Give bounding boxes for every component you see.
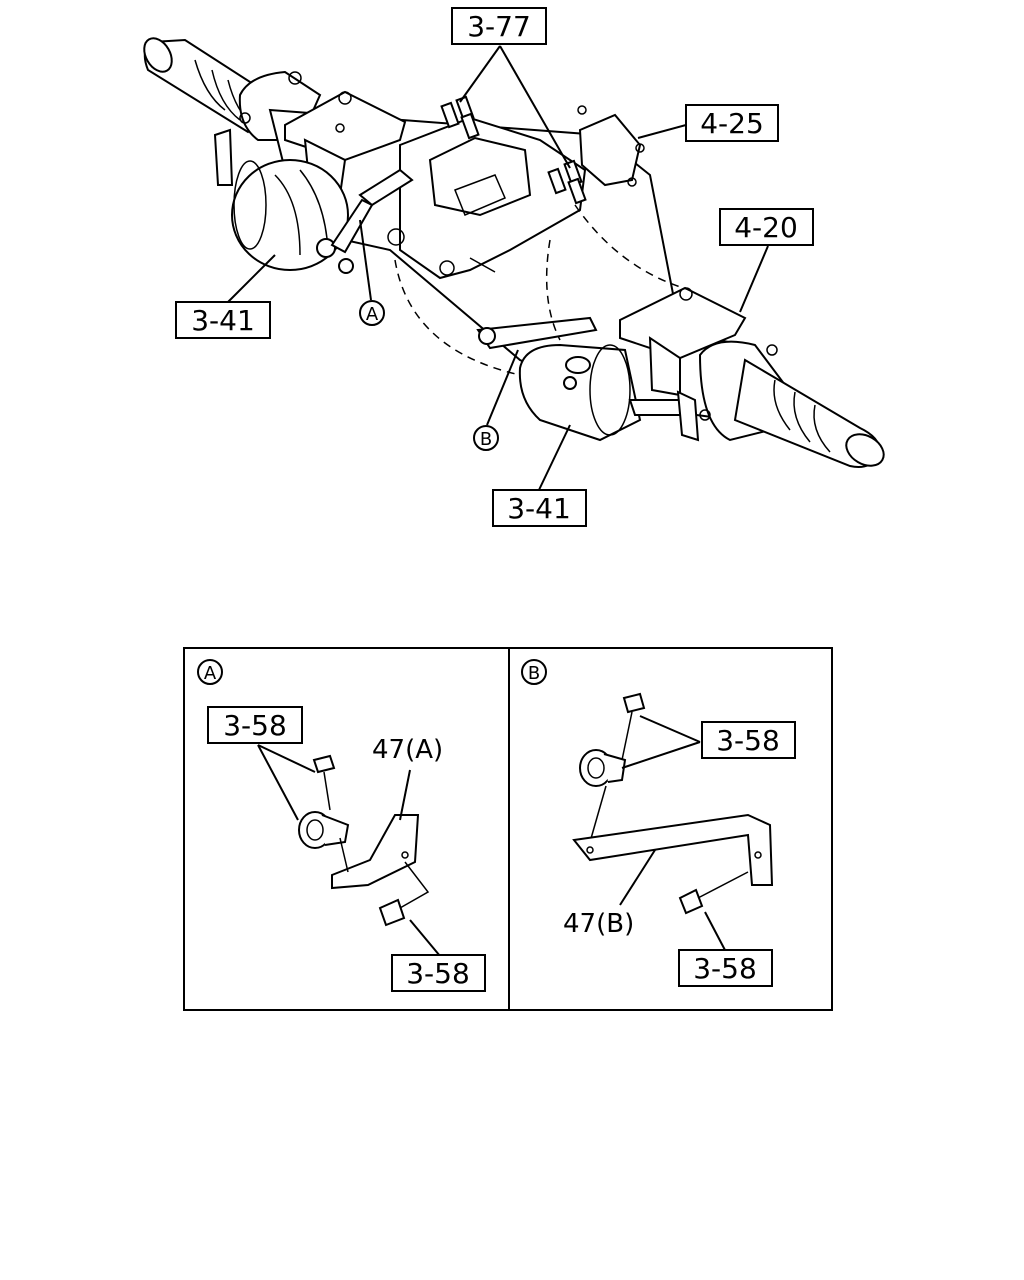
svg-text:3-41: 3-41	[507, 492, 571, 525]
ref-box-3-77: 3-77	[451, 7, 547, 45]
ref-box-3-58-a-bottom: 3-58	[391, 954, 486, 992]
ref-box-3-41-bottom: 3-41	[492, 489, 587, 527]
svg-text:3-58: 3-58	[406, 957, 470, 990]
svg-text:3-58: 3-58	[223, 709, 287, 742]
ref-box-3-58-b-top: 3-58	[701, 721, 796, 759]
part-label-47b: 47(B)	[563, 909, 634, 939]
svg-text:B: B	[528, 663, 540, 684]
svg-text:4-20: 4-20	[734, 211, 798, 244]
brake-chamber-left	[213, 128, 354, 274]
callout-a-main: A	[359, 300, 385, 326]
detail-panel-a: A 3-58 47(A) 3-58	[197, 659, 486, 992]
callout-b-main: B	[473, 425, 499, 451]
detail-panel-b: B 3-58 47(B) 3-58	[521, 659, 796, 987]
svg-text:A: A	[366, 304, 379, 325]
ref-box-3-58-b-bottom: 3-58	[678, 949, 773, 987]
svg-text:3-58: 3-58	[716, 724, 780, 757]
svg-text:B: B	[480, 429, 492, 450]
stud-bolt-group-upper	[440, 95, 480, 140]
svg-text:3-58: 3-58	[693, 952, 757, 985]
ref-box-3-41-left: 3-41	[175, 301, 271, 339]
brake-chamber-right	[518, 343, 700, 442]
svg-text:A: A	[204, 663, 217, 684]
part-label-47a: 47(A)	[372, 735, 443, 765]
svg-text:3-41: 3-41	[191, 304, 255, 337]
rear-axle-assembly	[143, 37, 885, 468]
callout-b-panel: B	[521, 659, 547, 685]
callout-a-panel: A	[197, 659, 223, 685]
ref-box-4-25: 4-25	[685, 104, 779, 142]
svg-text:3-77: 3-77	[467, 10, 531, 43]
ref-box-4-20: 4-20	[719, 208, 814, 246]
ref-box-3-58-a-top: 3-58	[207, 706, 303, 744]
leader-lines	[227, 45, 769, 493]
svg-text:4-25: 4-25	[700, 107, 764, 140]
